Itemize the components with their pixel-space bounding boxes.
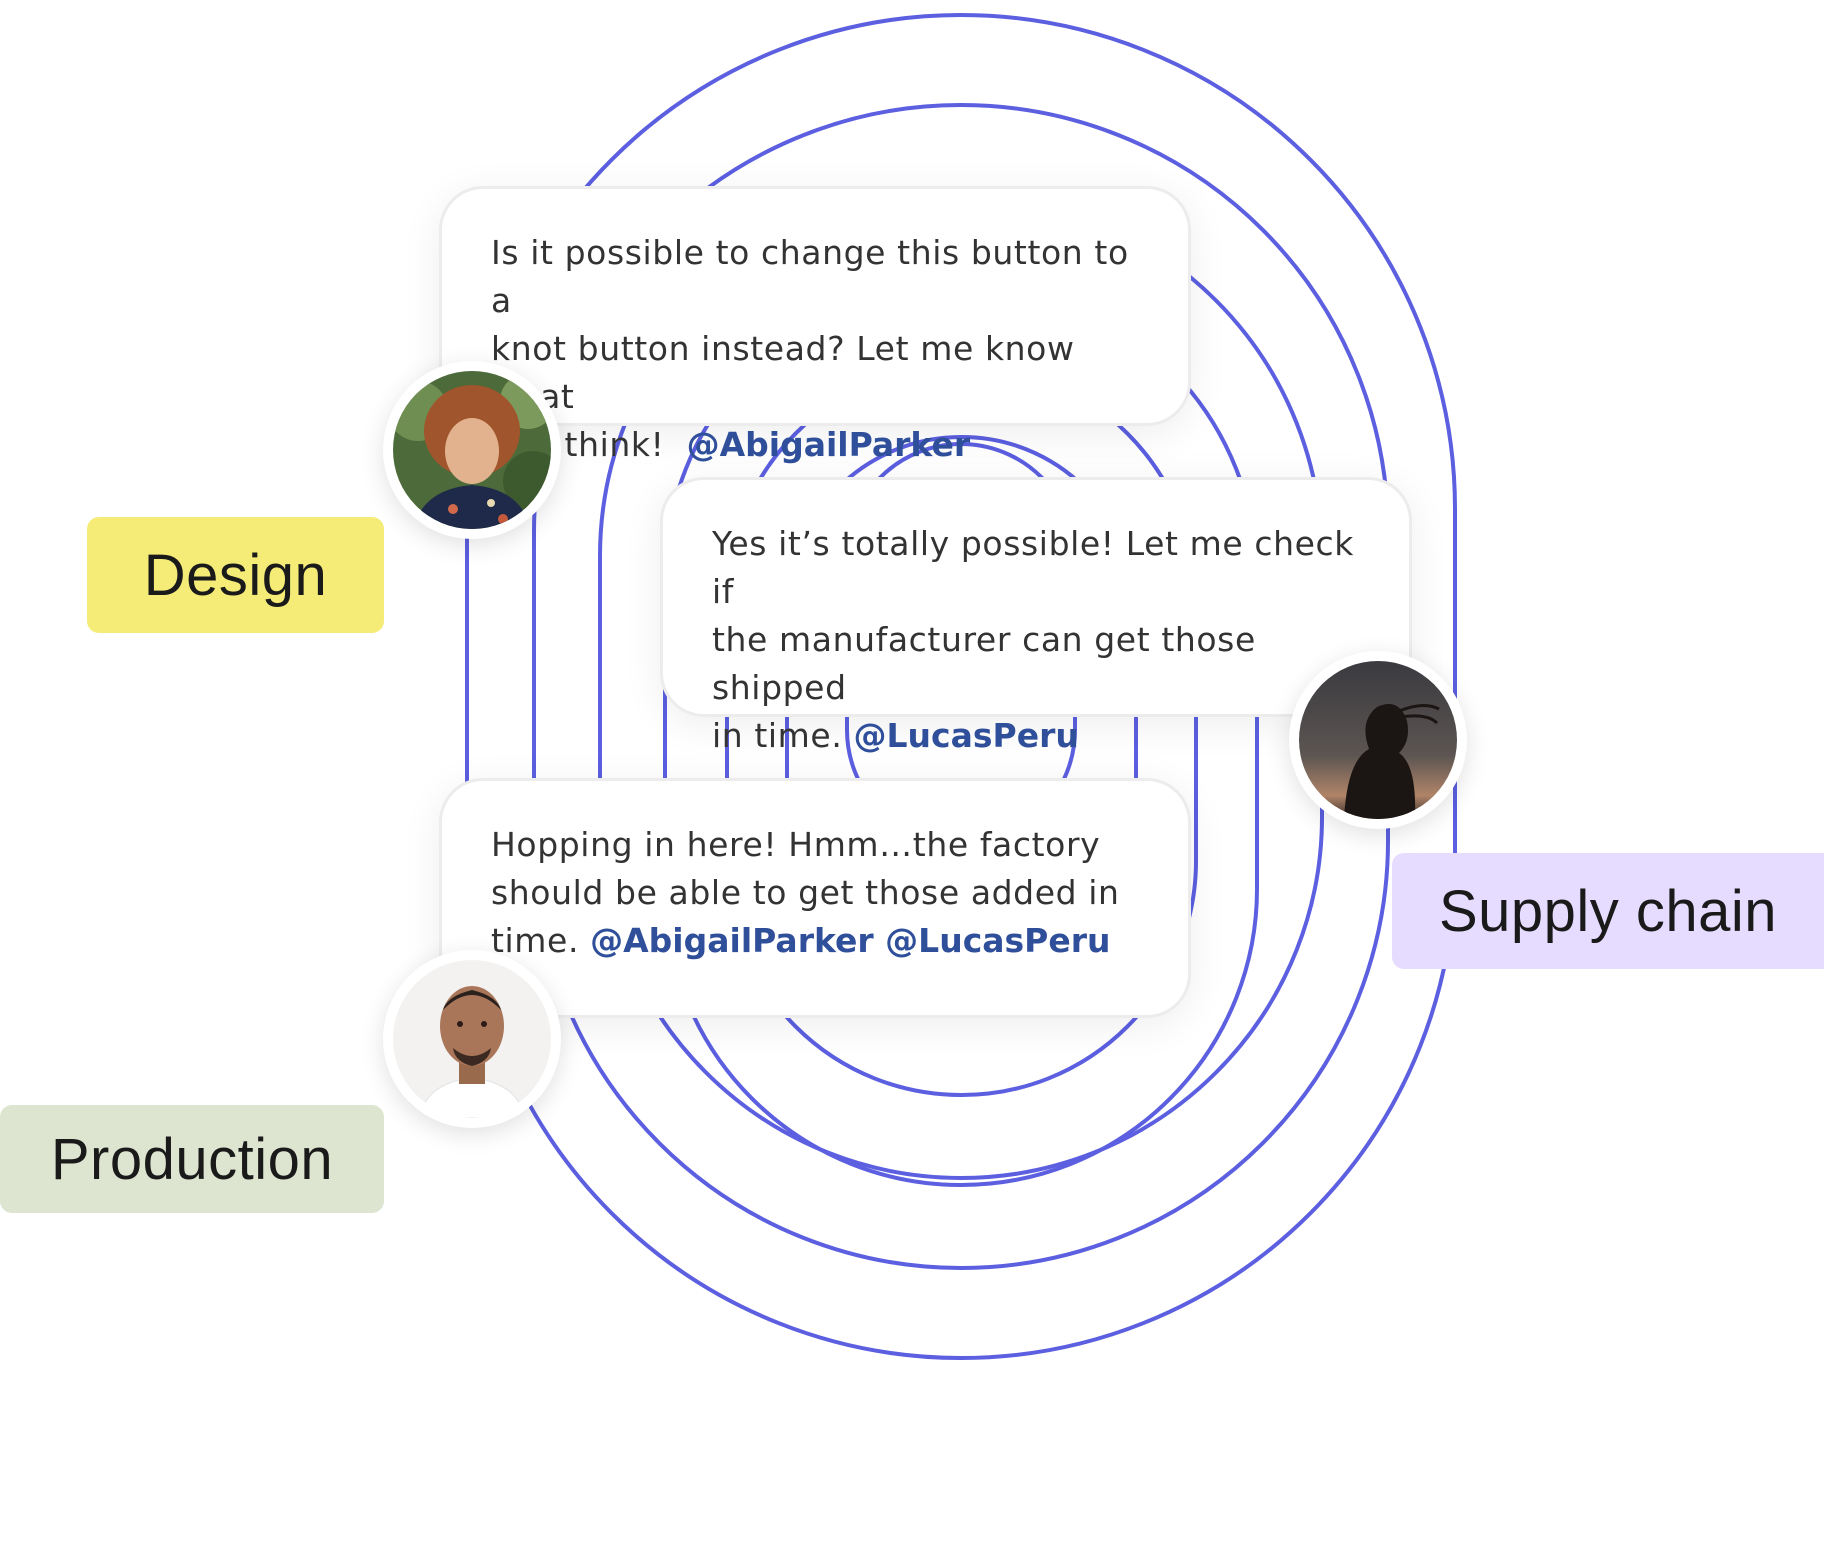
- curly-haired-man-avatar: [393, 371, 551, 529]
- message-line: the manufacturer can get those shipped: [712, 620, 1256, 707]
- avatar[interactable]: [383, 950, 561, 1128]
- tag-supply-chain: Supply chain: [1392, 853, 1824, 969]
- mention-link[interactable]: @AbigailParker @LucasPeru: [590, 921, 1111, 960]
- tag-label: Production: [50, 1126, 334, 1192]
- message-bubble-1: Is it possible to change this button to …: [439, 186, 1191, 464]
- woman-silhouette-avatar: [1299, 661, 1457, 819]
- message-line: Is it possible to change this button to …: [491, 233, 1129, 320]
- message-line: should be able to get those added in: [491, 873, 1120, 912]
- message-line: knot button instead? Let me know what: [491, 329, 1075, 416]
- bald-man-avatar: [393, 960, 551, 1118]
- mention-link[interactable]: @AbigailParker: [686, 425, 971, 464]
- ring-1: [465, 13, 1457, 1360]
- message-line: in time.: [712, 716, 854, 755]
- mention-link[interactable]: @LucasPeru: [853, 716, 1079, 755]
- message-line: Yes it’s totally possible! Let me check …: [712, 524, 1355, 611]
- message-line: Hopping in here! Hmm…the factory: [491, 825, 1101, 864]
- tag-label: Supply chain: [1438, 878, 1778, 944]
- message-bubble-2: Yes it’s totally possible! Let me check …: [660, 477, 1412, 755]
- avatar[interactable]: [1289, 651, 1467, 829]
- tag-label: Design: [143, 542, 328, 608]
- message-line: time.: [491, 921, 591, 960]
- avatar[interactable]: [383, 361, 561, 539]
- tag-design: Design: [87, 517, 384, 633]
- message-bubble-3: Hopping in here! Hmm…the factory should …: [439, 778, 1191, 1018]
- tag-production: Production: [0, 1105, 384, 1213]
